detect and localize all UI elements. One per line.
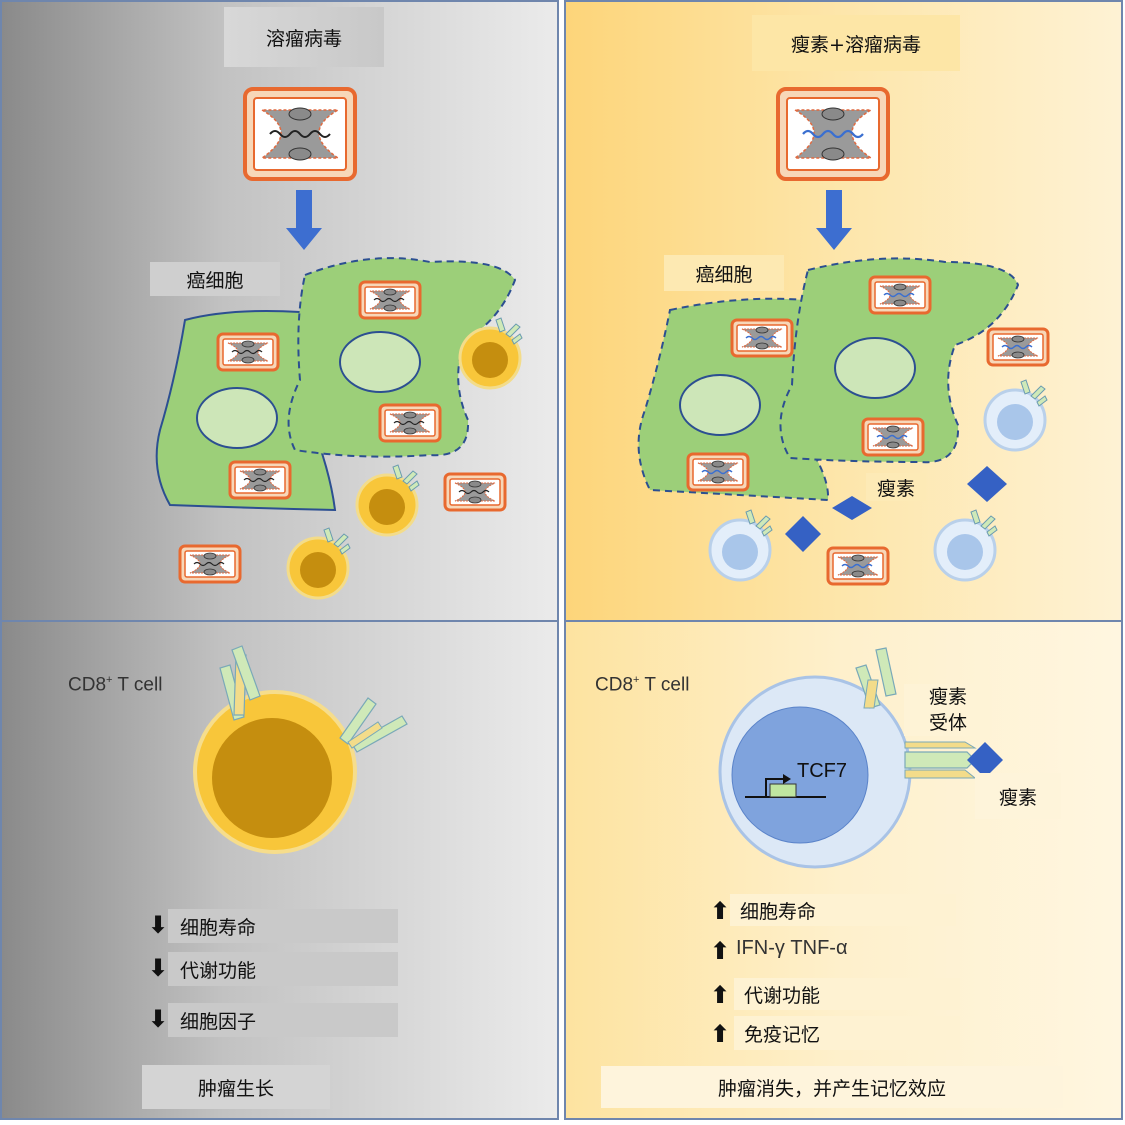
cd8-t-cell-label-left: CD8+ T cell <box>68 674 163 696</box>
up-arrow-icon: ⬆ <box>710 897 731 925</box>
up-arrow-icon: ⬆ <box>710 937 731 965</box>
cd8-t-cell-label-right: CD8+ T cell <box>595 674 690 696</box>
down-arrow-icon: ⬇ <box>148 1005 169 1033</box>
effect-row-left-1: ⬇ 代谢功能 <box>146 952 398 986</box>
effect-text: IFN-γ TNF-α <box>736 937 848 959</box>
nucleus-right-b <box>834 337 916 399</box>
effect-text: 代谢功能 <box>168 952 398 986</box>
t-cell-yellow-icon <box>355 463 421 537</box>
effect-row-right-0: ⬆ 细胞寿命 <box>710 894 956 926</box>
effect-text: 细胞因子 <box>168 1003 398 1037</box>
effect-row-left-2: ⬇ 细胞因子 <box>146 1003 398 1037</box>
effect-text: 免疫记忆 <box>734 1016 960 1050</box>
down-arrow-icon: ⬇ <box>148 911 169 939</box>
leptin-label-top: 瘦素 <box>866 473 926 501</box>
virus-icon <box>216 332 280 372</box>
effect-text: 细胞寿命 <box>730 894 956 926</box>
virus-icon <box>686 452 750 492</box>
virus-icon <box>868 275 932 315</box>
down-arrow-icon <box>286 190 322 250</box>
right-outcome: 肿瘤消失，并产生记忆效应 <box>601 1066 1063 1108</box>
leptin-diamond-icon <box>832 496 872 520</box>
receptor-label-line2: 受体 <box>928 712 967 734</box>
virus-icon <box>861 417 925 457</box>
virus-icon <box>826 546 890 586</box>
effect-text: 细胞寿命 <box>168 909 398 943</box>
nucleus-left-b <box>339 331 421 393</box>
leptin-diamond-icon <box>785 516 821 552</box>
t-cell-large-yellow-icon <box>193 645 408 854</box>
t-cell-blue-icon <box>933 508 999 582</box>
virus-large-icon <box>243 87 357 181</box>
left-panel-title: 溶瘤病毒 <box>224 7 384 67</box>
effect-row-right-3: ⬆ 免疫记忆 <box>710 1016 960 1050</box>
virus-icon <box>358 280 422 320</box>
virus-icon <box>378 403 442 443</box>
t-cell-blue-icon <box>708 508 774 582</box>
effect-row-right-2: ⬆ 代谢功能 <box>710 978 960 1010</box>
virus-icon <box>228 460 292 500</box>
virus-icon <box>986 327 1050 367</box>
virus-icon <box>443 472 507 512</box>
receptor-label-line1: 瘦素 <box>928 686 967 708</box>
down-arrow-icon <box>816 190 852 250</box>
t-cell-yellow-icon <box>286 526 352 600</box>
cancer-cell-label-left: 癌细胞 <box>150 262 280 296</box>
tcf7-gene-label: TCF7 <box>797 760 847 782</box>
nucleus-right-a <box>679 374 761 436</box>
leptin-diamond-icon <box>967 466 1007 502</box>
virus-icon <box>730 318 794 358</box>
effect-row-left-0: ⬇ 细胞寿命 <box>146 909 398 943</box>
down-arrow-icon: ⬇ <box>148 954 169 982</box>
leptin-label-bottom: 瘦素 <box>975 773 1061 819</box>
up-arrow-icon: ⬆ <box>710 1020 731 1048</box>
effect-text: 代谢功能 <box>734 978 960 1010</box>
left-outcome: 肿瘤生长 <box>142 1065 330 1109</box>
virus-large-icon <box>776 87 890 181</box>
up-arrow-icon: ⬆ <box>710 981 731 1009</box>
t-cell-blue-icon <box>983 378 1049 452</box>
nucleus-left-a <box>196 387 278 449</box>
cancer-cell-label-right: 癌细胞 <box>664 255 784 291</box>
right-panel-title: 瘦素+溶瘤病毒 <box>752 15 960 71</box>
virus-icon <box>178 544 242 584</box>
t-cell-large-blue-icon <box>718 647 1003 869</box>
effect-row-right-1: ⬆ IFN-γ TNF-α <box>710 934 956 966</box>
leptin-receptor-label: 瘦素 受体 <box>904 684 992 736</box>
